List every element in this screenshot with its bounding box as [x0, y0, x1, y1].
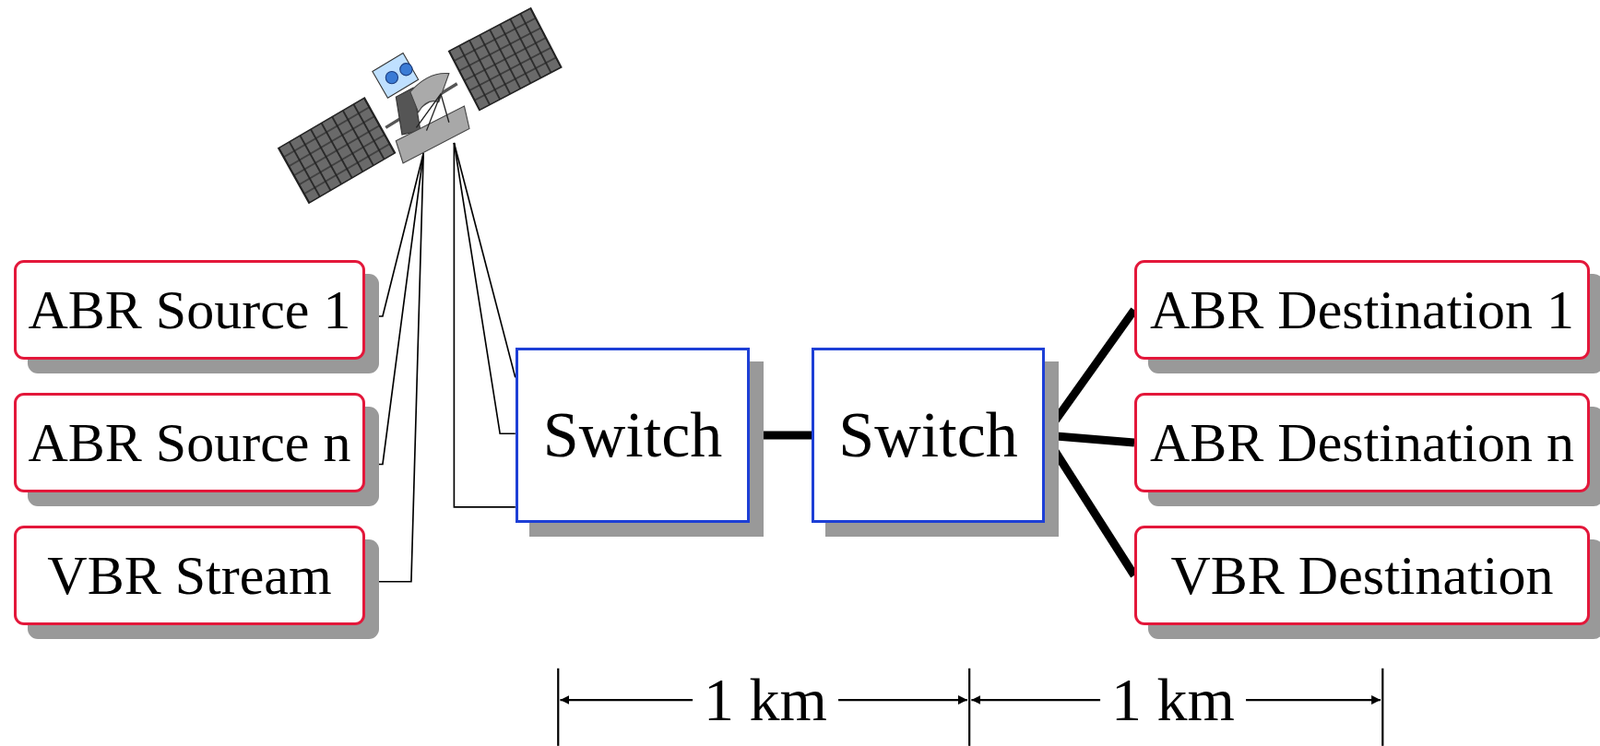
- link-line: [749, 431, 812, 440]
- dimension-line: [557, 668, 1383, 746]
- node-label: ABR Source 1: [28, 282, 352, 338]
- endpoint-box: ABR Source n: [13, 392, 366, 493]
- endpoint-box: VBR Stream: [13, 525, 366, 626]
- switch-box: Switch: [515, 347, 750, 523]
- node-label: ABR Source n: [28, 414, 352, 471]
- dimension-label: 1 km: [692, 666, 839, 735]
- endpoint-box: ABR Destination 1: [1134, 260, 1590, 360]
- node-label: VBR Destination: [1171, 547, 1554, 604]
- link-line: [1044, 435, 1135, 443]
- node-label: ABR Destination 1: [1149, 282, 1575, 338]
- satellite-link: [365, 142, 516, 582]
- node-label: Switch: [838, 402, 1018, 468]
- endpoint-box: ABR Source 1: [13, 260, 366, 360]
- link-line: [1044, 435, 1135, 576]
- node-label: Switch: [543, 402, 723, 468]
- endpoint-box: VBR Destination: [1134, 525, 1590, 626]
- endpoint-box: ABR Destination n: [1134, 392, 1590, 493]
- dimension-label: 1 km: [1100, 666, 1246, 735]
- node-label: VBR Stream: [47, 547, 332, 604]
- satellite: [278, 8, 562, 203]
- link-line: [1044, 309, 1135, 436]
- node-label: ABR Destination n: [1149, 414, 1575, 471]
- switch-box: Switch: [811, 347, 1045, 523]
